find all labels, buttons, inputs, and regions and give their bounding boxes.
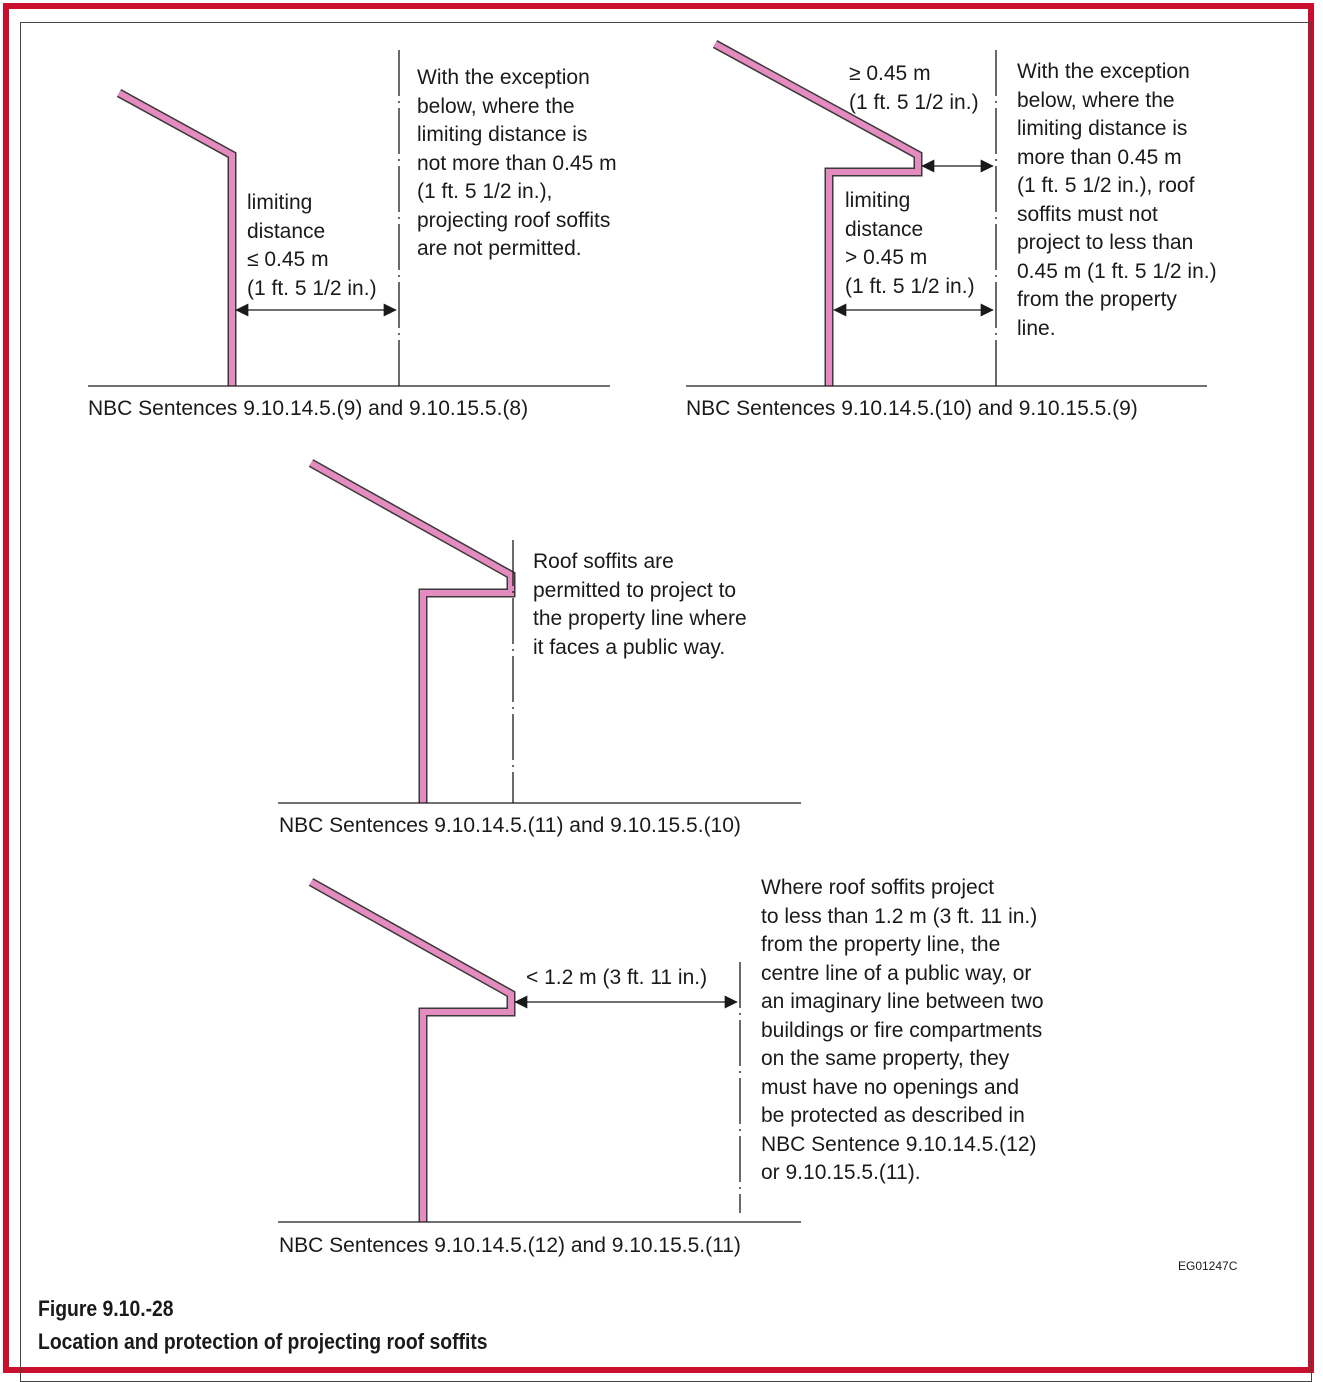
panel3-wall-fill [309,460,514,803]
panel3-caption: NBC Sentences 9.10.14.5.(11) and 9.10.15… [279,814,741,837]
figure-number: Figure 9.10.-28 [38,1296,174,1321]
panel4-note: Where roof soffits project to less than … [761,876,1044,1184]
panel2-wall-fill [713,41,921,386]
panel2-caption: NBC Sentences 9.10.14.5.(10) and 9.10.15… [686,397,1138,420]
panel2-top-dimension-label: ≥ 0.45 m (1 ft. 5 1/2 in.) [849,62,979,114]
panel1-caption: NBC Sentences 9.10.14.5.(9) and 9.10.15.… [88,397,529,420]
panel1-wall [116,89,237,386]
panel4-drawing [278,878,801,1223]
figure-title: Location and protection of projecting ro… [38,1329,488,1354]
panel1-note: With the exception below, where the limi… [417,66,617,260]
panel2-note: With the exception below, where the limi… [1017,60,1217,340]
panel1-wall-fill [117,90,235,386]
panel4-dimension-label: < 1.2 m (3 ft. 11 in.) [526,966,708,989]
panel1-dimension-label: limiting distance ≤ 0.45 m (1 ft. 5 1/2 … [247,191,377,300]
panel1-drawing [88,50,610,387]
panel4-wall [308,878,516,1222]
panel3-note: Roof soffits are permitted to project to… [533,550,747,659]
panel4-wall-fill [309,879,514,1222]
panel4-caption: NBC Sentences 9.10.14.5.(12) and 9.10.15… [279,1234,741,1257]
panel2-dimension-label: limiting distance > 0.45 m (1 ft. 5 1/2 … [845,189,975,298]
panel3-drawing [278,459,801,804]
panel2-drawing [686,40,1207,387]
panel3-wall [308,459,516,803]
figure-code: EG01247C [1178,1259,1238,1273]
